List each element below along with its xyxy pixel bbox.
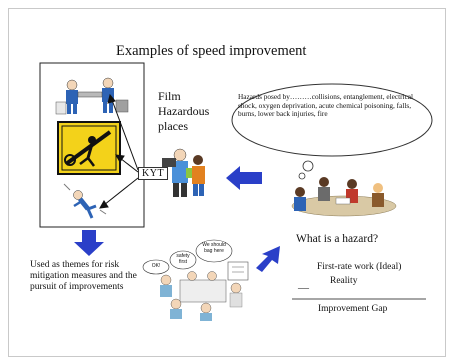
bubble-ok: OK! xyxy=(151,263,161,269)
improvement-gap: Improvement Gap xyxy=(318,304,388,314)
arrow-up-right xyxy=(256,246,280,272)
hazards-text: Hazards posed by………collisions, entanglem… xyxy=(238,92,414,119)
arrow-down xyxy=(74,230,104,256)
slide-title: Examples of speed improvement xyxy=(116,43,307,59)
film-crew-image xyxy=(162,148,205,197)
used-as-themes-text: Used as themes for risk mitigation measu… xyxy=(30,260,137,292)
reality-label: Reality xyxy=(330,276,358,286)
falling-worker-image xyxy=(63,183,107,219)
what-is-hazard: What is a hazard? xyxy=(296,233,379,245)
first-rate-work: First-rate work (Ideal) xyxy=(317,262,402,272)
meeting-illustration xyxy=(291,177,397,217)
hazard-sign-image xyxy=(57,121,121,175)
film-line-1: Film xyxy=(158,89,181,103)
kyt-meeting-scene xyxy=(142,239,249,321)
kyt-arrows xyxy=(99,93,139,209)
bubble-safety-first: safety first xyxy=(176,253,190,265)
film-line-3: places xyxy=(158,119,188,133)
film-label: Film Hazardous places xyxy=(158,89,209,134)
film-line-2: Hazardous xyxy=(158,104,210,118)
arrow-left xyxy=(226,166,262,190)
bubble-bag-here: We should bag here xyxy=(202,242,226,254)
workers-carrying-image xyxy=(55,77,129,115)
kyt-label: KYT xyxy=(138,167,169,180)
minus-sign: — xyxy=(298,282,309,294)
hazards-thought-bubble xyxy=(231,83,433,180)
